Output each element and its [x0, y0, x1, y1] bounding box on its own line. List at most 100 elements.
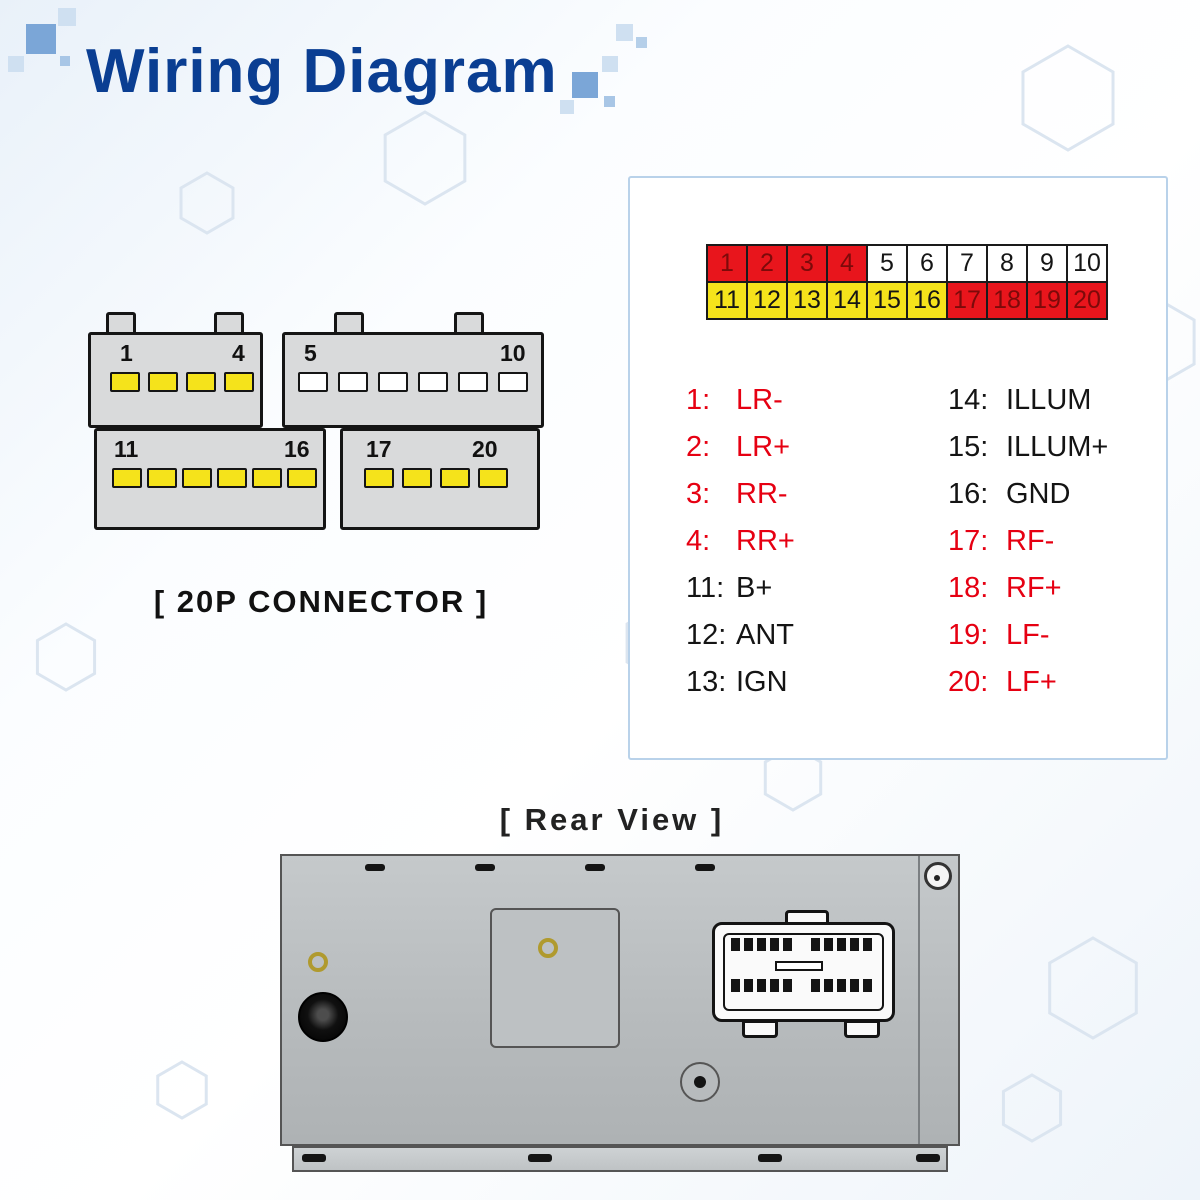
pinout-label: RF-: [1006, 525, 1055, 557]
pin: [364, 468, 394, 488]
pinout-label: ILLUM: [1006, 384, 1092, 416]
pin: [182, 468, 212, 488]
socket-pin: [731, 979, 740, 992]
flange-slot: [528, 1154, 552, 1162]
grid-cell: 1: [706, 244, 748, 283]
pinout-item: 1:LR-: [686, 384, 795, 431]
socket-foot: [742, 1020, 778, 1038]
grid-cell: 13: [786, 281, 828, 320]
pinout-num: 12:: [686, 619, 727, 651]
connector-label: [ 20P CONNECTOR ]: [153, 584, 489, 619]
pinout-panel: 1 2 3 4 5 6 7 8 9 10 11 12 13 14 15 16 1…: [628, 176, 1168, 760]
pinout-label: LR+: [736, 431, 791, 463]
connector-20p-drawing: 1 4 5 10 11 16 17 20: [86, 306, 552, 576]
vent-slot: [365, 864, 385, 871]
pinout-item: 15:ILLUM+: [948, 431, 1108, 478]
gold-screw: [538, 938, 558, 958]
pin-row-bottom-left: [112, 468, 317, 488]
pinout-label: GND: [1006, 478, 1071, 510]
pin: [458, 372, 488, 392]
grid-row: 1 2 3 4 5 6 7 8 9 10: [706, 244, 1108, 283]
pin: [478, 468, 508, 488]
pin: [186, 372, 216, 392]
antenna-jack: [298, 992, 348, 1042]
pinout-item: 19: LF-: [948, 619, 1108, 666]
pin-number: 1: [120, 340, 133, 366]
pinout-label: B+: [736, 572, 773, 604]
pin-number: 5: [304, 340, 317, 366]
pinout-column-right: 14:ILLUM 15:ILLUM+ 16:GND 17:RF- 18:RF+ …: [948, 384, 1108, 713]
pin: [418, 372, 448, 392]
flange-slot: [302, 1154, 326, 1162]
pin: [147, 468, 177, 488]
screw-hole: [924, 862, 952, 890]
flange-divider: [918, 856, 920, 1144]
socket-pin: [783, 938, 792, 951]
pin: [252, 468, 282, 488]
deco-square: [58, 8, 76, 26]
pinout-num: 19:: [948, 619, 989, 651]
pin-row-bottom-right: [364, 468, 508, 488]
pinout-label: LR-: [736, 384, 783, 416]
pinout-num: 14:: [948, 384, 989, 416]
socket-pin: [770, 979, 779, 992]
socket-inner: [723, 933, 884, 1011]
grid-cell: 18: [986, 281, 1028, 320]
pin-number: 17: [366, 436, 392, 462]
pin: [287, 468, 317, 488]
rear-view-label: [ Rear View ]: [499, 802, 725, 837]
mount-plate: [490, 908, 620, 1048]
vent-slot: [695, 864, 715, 871]
pinout-label: ILLUM+: [1006, 431, 1109, 463]
socket-pin: [744, 979, 753, 992]
socket-pin: [744, 938, 753, 951]
pinout-item: 14: ILLUM: [948, 384, 1108, 431]
flange-slot: [758, 1154, 782, 1162]
pin-number: 11: [114, 436, 139, 462]
pin-number: 16: [284, 436, 310, 462]
pinout-label: LF-: [1006, 619, 1050, 651]
grid-cell: 17: [946, 281, 988, 320]
pin: [498, 372, 528, 392]
pinout-label: RR+: [736, 525, 795, 557]
pin: [217, 468, 247, 488]
vent-slot: [475, 864, 495, 871]
socket-pin: [731, 938, 740, 951]
pinout-column-left: 1:LR- 2:LR+ 3:RR- 4:RR+ 11:B+ 12:ANT 13:…: [686, 384, 795, 713]
pin: [148, 372, 178, 392]
deco-square: [602, 56, 618, 72]
pinout-item: 11:B+: [686, 572, 795, 619]
pinout-item: 16: GND: [948, 478, 1108, 525]
pin-number: 10: [500, 340, 526, 366]
socket-pin: [811, 938, 820, 951]
grid-cell: 6: [906, 244, 948, 283]
grid-cell: 8: [986, 244, 1028, 283]
pin: [402, 468, 432, 488]
pin: [338, 372, 368, 392]
round-port-center: [694, 1076, 706, 1088]
gold-screw: [308, 952, 328, 972]
grid-cell: 20: [1066, 281, 1108, 320]
pinout-label: RF+: [1006, 572, 1062, 604]
grid-cell: 12: [746, 281, 788, 320]
pin: [224, 372, 254, 392]
pinout-num: 2:: [686, 431, 711, 463]
grid-cell: 19: [1026, 281, 1068, 320]
deco-square: [604, 96, 615, 107]
socket-pin: [824, 979, 833, 992]
pin-number: 20: [472, 436, 498, 462]
deco-square: [636, 37, 647, 48]
deco-square: [26, 24, 56, 54]
pinout-num: 20:: [948, 666, 989, 698]
grid-row: 11 12 13 14 15 16 17 18 19 20: [706, 281, 1108, 320]
grid-cell: 10: [1066, 244, 1108, 283]
deco-square: [616, 24, 633, 41]
pinout-num: 17:: [948, 525, 989, 557]
pinout-num: 16:: [948, 478, 989, 510]
socket-pin: [837, 979, 846, 992]
pin: [440, 468, 470, 488]
pinout-item: 2: LR+: [686, 431, 795, 478]
grid-cell: 14: [826, 281, 868, 320]
pin-row-top-right: [298, 372, 528, 392]
pin-number: 4: [232, 340, 245, 366]
